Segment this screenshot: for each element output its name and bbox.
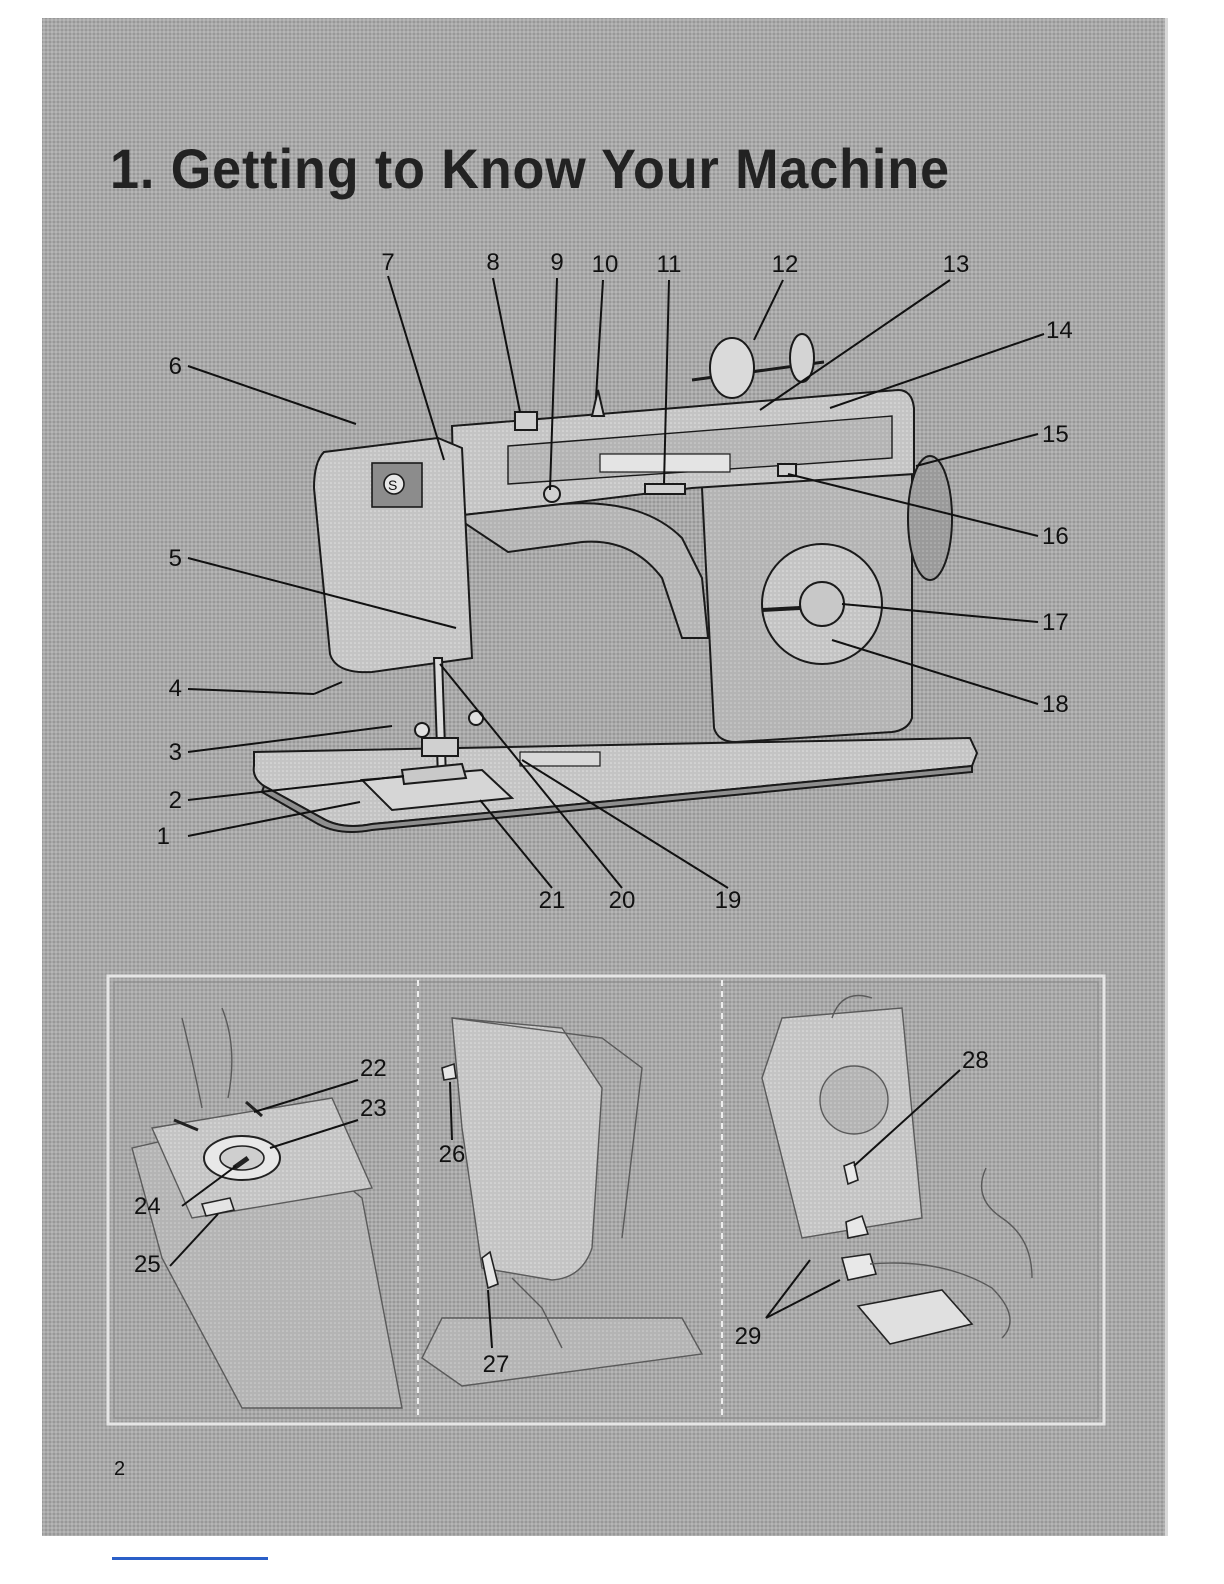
callout-20: 20 xyxy=(609,887,636,914)
callout-7: 7 xyxy=(381,249,394,276)
callout-3: 3 xyxy=(169,739,182,766)
callout-6: 6 xyxy=(169,353,182,380)
bottom-accent-rule xyxy=(112,1557,268,1560)
callout-29: 29 xyxy=(735,1323,762,1350)
callout-15: 15 xyxy=(1042,421,1069,448)
callout-9: 9 xyxy=(550,249,563,276)
callout-26: 26 xyxy=(439,1141,466,1168)
callout-19: 19 xyxy=(715,887,742,914)
callout-14: 14 xyxy=(1046,317,1073,344)
callout-18: 18 xyxy=(1042,691,1069,718)
head-side-drawing xyxy=(422,1018,702,1386)
svg-text:S: S xyxy=(388,477,397,493)
machine-illustration: S xyxy=(42,18,1168,1536)
callout-17: 17 xyxy=(1042,609,1069,636)
callout-4: 4 xyxy=(169,675,182,702)
callout-24: 24 xyxy=(134,1193,161,1220)
callout-22: 22 xyxy=(360,1055,387,1082)
callout-2: 2 xyxy=(169,787,182,814)
callout-25: 25 xyxy=(134,1251,161,1278)
callout-28: 28 xyxy=(962,1047,989,1074)
callout-12: 12 xyxy=(772,251,799,278)
callout-5: 5 xyxy=(169,545,182,572)
callout-8: 8 xyxy=(486,249,499,276)
page-number: 2 xyxy=(114,1458,125,1481)
callout-23: 23 xyxy=(360,1095,387,1122)
callout-13: 13 xyxy=(943,251,970,278)
callout-10: 10 xyxy=(592,251,619,278)
callout-16: 16 xyxy=(1042,523,1069,550)
callout-27: 27 xyxy=(483,1351,510,1378)
rear-view-drawing xyxy=(762,996,1032,1345)
manual-page: 1. Getting to Know Your Machine xyxy=(42,18,1168,1536)
callout-21: 21 xyxy=(539,887,566,914)
sewing-machine-drawing: S xyxy=(254,334,977,832)
callout-11: 11 xyxy=(657,251,682,278)
callout-1: 1 xyxy=(157,823,170,850)
